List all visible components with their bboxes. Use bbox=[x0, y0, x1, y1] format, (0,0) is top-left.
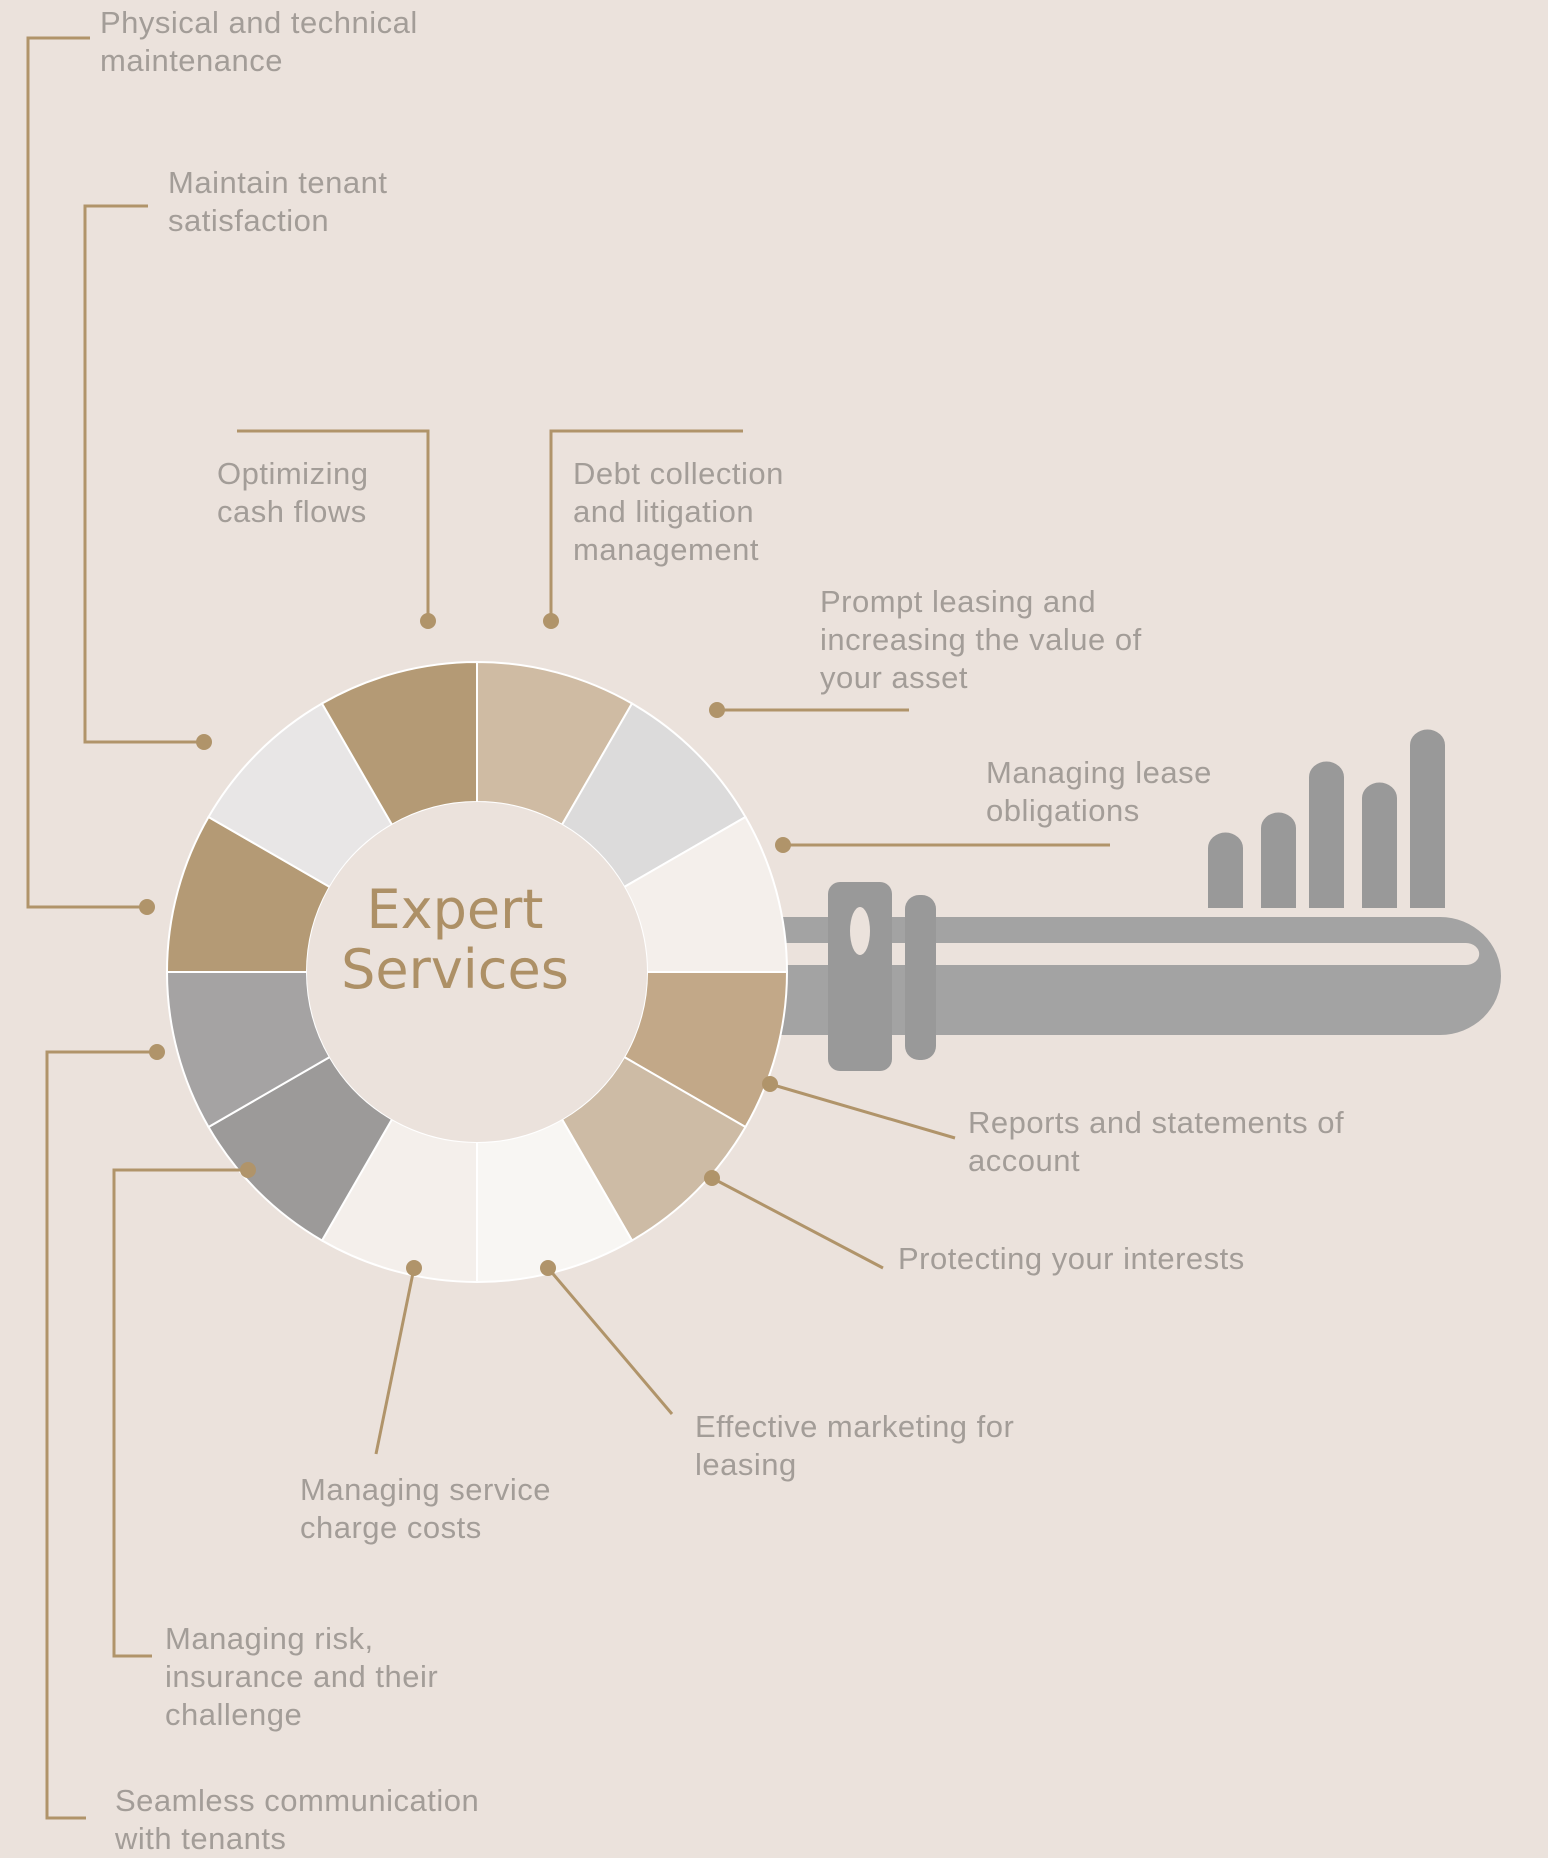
label-line: and litigation bbox=[573, 494, 755, 529]
label-service-charge: Managing service charge costs bbox=[300, 1471, 551, 1547]
connector-protecting bbox=[711, 1176, 884, 1270]
label-reports: Reports and statements of account bbox=[968, 1104, 1344, 1180]
label-line: leasing bbox=[695, 1447, 797, 1482]
dot-reports bbox=[762, 1076, 778, 1092]
label-line: your asset bbox=[820, 660, 969, 695]
label-line: cash flows bbox=[217, 494, 367, 529]
key-ring bbox=[905, 895, 936, 1060]
label-protecting: Protecting your interests bbox=[898, 1240, 1245, 1278]
label-line: Managing service bbox=[300, 1472, 551, 1507]
dot-physical bbox=[139, 899, 155, 915]
label-debt-collection: Debt collection and litigation managemen… bbox=[573, 455, 784, 569]
dot-communication bbox=[149, 1044, 165, 1060]
label-line: Physical and technical bbox=[100, 5, 418, 40]
label-line: Prompt leasing and bbox=[820, 584, 1097, 619]
label-line: account bbox=[968, 1143, 1081, 1178]
bar-3 bbox=[1309, 761, 1344, 908]
bar-chart-icon bbox=[1208, 729, 1445, 908]
dot-service-charge bbox=[406, 1260, 422, 1276]
dot-risk bbox=[240, 1162, 256, 1178]
connector-risk bbox=[112, 1168, 248, 1658]
center-title: Expert Services bbox=[320, 880, 590, 1000]
label-line: challenge bbox=[165, 1697, 303, 1732]
label-line: Effective marketing for bbox=[695, 1409, 1015, 1444]
dot-protecting bbox=[704, 1170, 720, 1186]
label-line: increasing the value of bbox=[820, 622, 1142, 657]
label-line: satisfaction bbox=[168, 203, 330, 238]
label-prompt-leasing: Prompt leasing and increasing the value … bbox=[820, 583, 1142, 697]
label-risk: Managing risk, insurance and their chall… bbox=[165, 1620, 438, 1734]
label-line: Optimizing bbox=[217, 456, 369, 491]
label-line: Seamless communication bbox=[115, 1783, 480, 1818]
label-line: charge costs bbox=[300, 1510, 482, 1545]
bar-1 bbox=[1208, 832, 1243, 908]
connector-dots bbox=[139, 613, 791, 1276]
label-tenant-satisfaction: Maintain tenant satisfaction bbox=[168, 164, 387, 240]
dot-marketing bbox=[540, 1260, 556, 1276]
key-collar-hole bbox=[850, 907, 870, 955]
center-title-line-1: Expert bbox=[366, 878, 544, 941]
label-line: Protecting your interests bbox=[898, 1241, 1245, 1276]
bar-4 bbox=[1362, 782, 1397, 908]
bar-5 bbox=[1410, 729, 1445, 908]
key-collar bbox=[828, 882, 892, 1071]
connector-physical bbox=[26, 36, 147, 909]
connectors bbox=[26, 36, 1110, 1820]
dot-lease-obligations bbox=[775, 837, 791, 853]
label-line: Debt collection bbox=[573, 456, 784, 491]
label-line: Managing lease bbox=[986, 755, 1212, 790]
connector-communication bbox=[45, 1050, 157, 1820]
label-line: obligations bbox=[986, 793, 1140, 828]
label-line: with tenants bbox=[115, 1821, 287, 1856]
connector-cash-flows bbox=[237, 429, 430, 620]
service-ring bbox=[165, 660, 789, 1284]
center-title-line-2: Services bbox=[341, 938, 569, 1001]
label-line: management bbox=[573, 532, 759, 567]
dot-debt-collection bbox=[543, 613, 559, 629]
label-cash-flows: Optimizing cash flows bbox=[217, 455, 368, 531]
bar-2 bbox=[1261, 812, 1296, 908]
dot-prompt-leasing bbox=[709, 702, 725, 718]
key-icon bbox=[770, 882, 1501, 1071]
label-line: Maintain tenant bbox=[168, 165, 388, 200]
label-line: maintenance bbox=[100, 43, 284, 78]
connector-service-charge bbox=[374, 1267, 416, 1455]
label-line: Managing risk, bbox=[165, 1621, 374, 1656]
label-physical-maintenance: Physical and technical maintenance bbox=[100, 4, 418, 80]
center-circle bbox=[307, 802, 647, 1142]
connector-reports bbox=[769, 1082, 956, 1140]
key-slot bbox=[780, 943, 1480, 965]
connector-tenant-satisfaction bbox=[83, 204, 204, 744]
connector-marketing bbox=[546, 1267, 674, 1415]
label-marketing: Effective marketing for leasing bbox=[695, 1408, 1014, 1484]
connector-debt-collection bbox=[549, 429, 743, 620]
label-line: Reports and statements of bbox=[968, 1105, 1345, 1140]
label-communication: Seamless communication with tenants bbox=[115, 1782, 479, 1858]
label-lease-obligations: Managing lease obligations bbox=[986, 754, 1212, 830]
dot-tenant-satisfaction bbox=[196, 734, 212, 750]
dot-cash-flows bbox=[420, 613, 436, 629]
label-line: insurance and their bbox=[165, 1659, 439, 1694]
